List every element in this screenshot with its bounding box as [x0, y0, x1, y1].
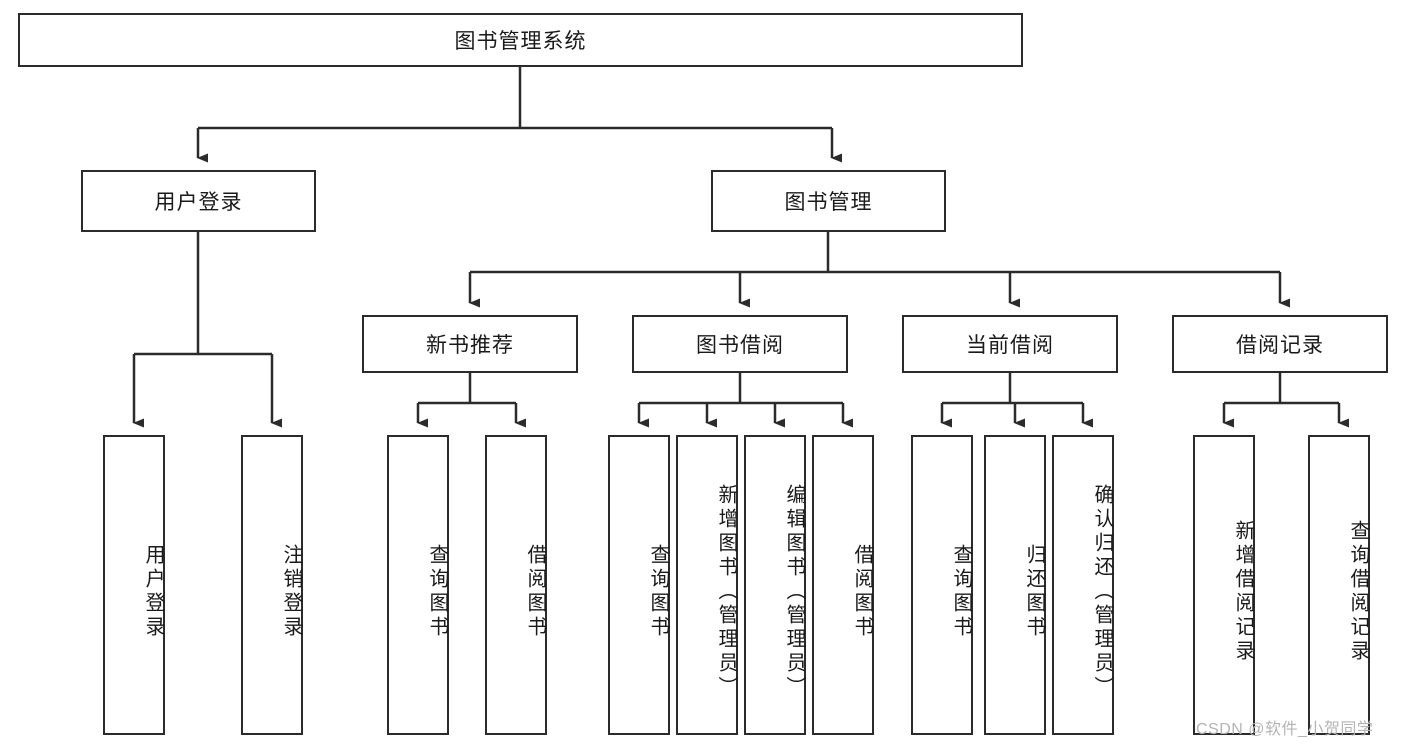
node-leaf-query-book-borrow[interactable]: 查询图书	[608, 435, 670, 735]
node-leaf-query-book-rec[interactable]: 查询图书	[387, 435, 449, 735]
node-leaf-query-record-label: 查询借阅记录	[1347, 520, 1369, 664]
node-book-manage[interactable]: 图书管理	[711, 170, 946, 232]
node-leaf-add-book-label: 新增图书（管理员）	[715, 484, 737, 700]
node-leaf-query-book-rec-label: 查询图书	[426, 544, 448, 640]
node-user-login-label: 用户登录	[154, 191, 243, 214]
node-leaf-add-record-label: 新增借阅记录	[1232, 520, 1254, 664]
node-user-login[interactable]: 用户登录	[81, 170, 316, 232]
node-leaf-add-record[interactable]: 新增借阅记录	[1193, 435, 1255, 735]
node-current-borrow[interactable]: 当前借阅	[902, 315, 1118, 373]
node-leaf-borrow-book[interactable]: 借阅图书	[812, 435, 874, 735]
node-leaf-query-book-cur-label: 查询图书	[950, 544, 972, 640]
node-leaf-confirm-return[interactable]: 确认归还（管理员）	[1052, 435, 1114, 735]
node-leaf-add-book[interactable]: 新增图书（管理员）	[676, 435, 738, 735]
node-root[interactable]: 图书管理系统	[18, 13, 1023, 67]
node-leaf-logout-label: 注销登录	[280, 544, 302, 640]
node-book-borrow-label: 图书借阅	[696, 334, 784, 357]
node-leaf-edit-book-label: 编辑图书（管理员）	[783, 484, 805, 700]
node-leaf-confirm-return-label: 确认归还（管理员）	[1091, 484, 1113, 700]
node-leaf-query-book-cur[interactable]: 查询图书	[911, 435, 973, 735]
node-leaf-edit-book[interactable]: 编辑图书（管理员）	[744, 435, 806, 735]
node-leaf-query-book-borrow-label: 查询图书	[647, 544, 669, 640]
node-current-borrow-label: 当前借阅	[966, 334, 1054, 357]
node-borrow-record-label: 借阅记录	[1236, 334, 1324, 357]
node-leaf-borrow-book-rec-label: 借阅图书	[524, 544, 546, 640]
node-book-manage-label: 图书管理	[784, 191, 873, 214]
node-leaf-user-login-label: 用户登录	[142, 544, 164, 640]
node-leaf-borrow-book-label: 借阅图书	[851, 544, 873, 640]
node-leaf-user-login[interactable]: 用户登录	[103, 435, 165, 735]
node-leaf-return-book[interactable]: 归还图书	[984, 435, 1046, 735]
node-leaf-query-record[interactable]: 查询借阅记录	[1308, 435, 1370, 735]
node-leaf-borrow-book-rec[interactable]: 借阅图书	[485, 435, 547, 735]
node-root-label: 图书管理系统	[454, 30, 587, 53]
node-book-borrow[interactable]: 图书借阅	[632, 315, 848, 373]
csdn-watermark: CSDN @软件_小贺同学	[1196, 721, 1374, 738]
node-new-book-rec-label: 新书推荐	[426, 334, 514, 357]
node-leaf-logout[interactable]: 注销登录	[241, 435, 303, 735]
node-leaf-return-book-label: 归还图书	[1023, 544, 1045, 640]
connectors	[132, 67, 1349, 428]
node-new-book-rec[interactable]: 新书推荐	[362, 315, 578, 373]
node-borrow-record[interactable]: 借阅记录	[1172, 315, 1388, 373]
